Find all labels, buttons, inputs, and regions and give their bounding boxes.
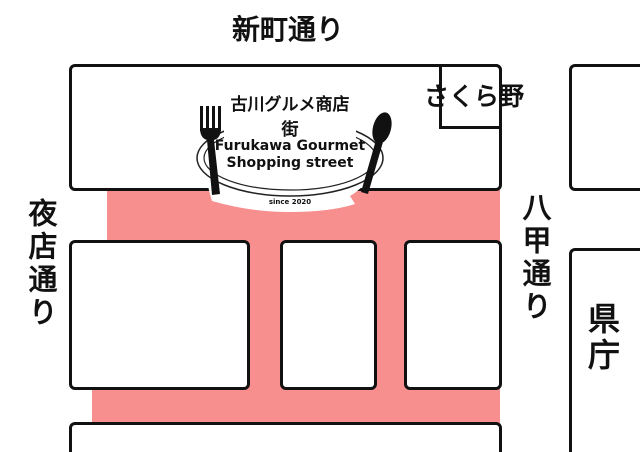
furukawa-gourmet-logo: 古川グルメ商店街 Furukawa Gourmet Shopping stree…	[190, 86, 392, 216]
logo-title-en-1: Furukawa Gourmet	[214, 138, 366, 154]
block-northeast	[569, 64, 640, 191]
sakura-no-label: さくら野	[424, 82, 525, 111]
sakura-no-building	[439, 64, 502, 129]
fork-icon	[200, 106, 221, 195]
street-label-yomise: 夜店通り	[24, 198, 58, 330]
block-center	[280, 240, 377, 390]
logo-title-jp: 古川グルメ商店街	[224, 90, 356, 140]
block-south	[69, 422, 502, 452]
kencho-label: 県庁	[583, 302, 621, 374]
block-east	[404, 240, 502, 390]
street-label-shinmachi: 新町通り	[232, 13, 345, 46]
logo-since: since 2020	[268, 198, 312, 206]
block-west	[69, 240, 250, 390]
street-label-hakko: 八甲通り	[518, 192, 552, 324]
kencho-block	[569, 248, 640, 452]
spoon-icon	[361, 112, 392, 194]
logo-title-en-2: Shopping street	[226, 155, 354, 171]
